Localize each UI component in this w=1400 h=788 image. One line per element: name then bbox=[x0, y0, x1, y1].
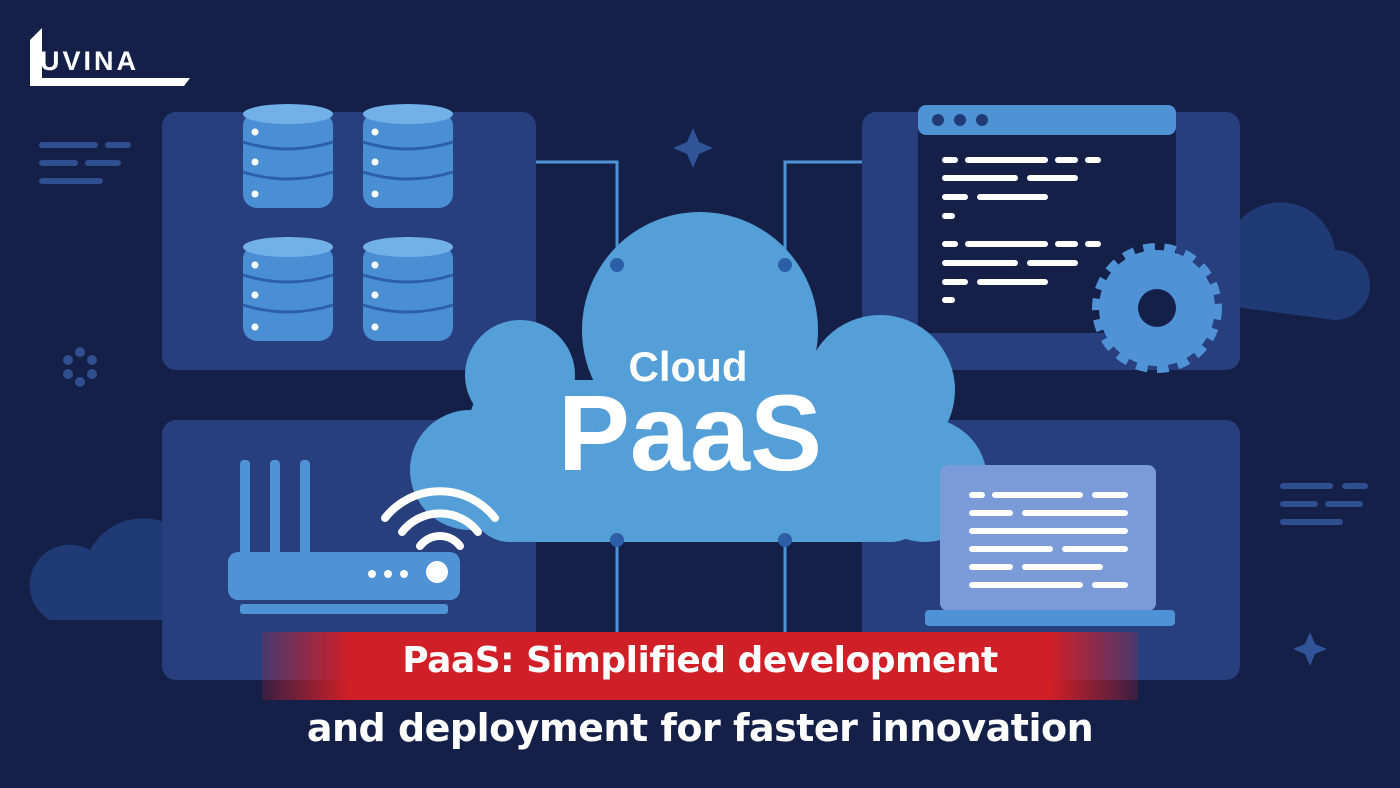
cloud-label: Cloud bbox=[629, 343, 748, 390]
cloud-connector-dots bbox=[610, 258, 792, 547]
decorative-lines bbox=[39, 142, 1368, 525]
database-icon bbox=[242, 104, 334, 208]
headline-line-1: PaaS: Simplified development bbox=[402, 640, 998, 681]
database-icons bbox=[241, 102, 455, 343]
logo-text: UVINA bbox=[40, 46, 140, 76]
database-icon bbox=[361, 102, 455, 210]
cloud-icon bbox=[410, 212, 987, 542]
wifi-icon bbox=[381, 487, 499, 550]
headline-line-2: and deployment for faster innovation bbox=[306, 706, 1094, 750]
dots-circle-icon bbox=[63, 347, 97, 387]
database-icon bbox=[361, 235, 455, 343]
laptop-icon bbox=[925, 465, 1175, 626]
luvina-logo bbox=[30, 28, 190, 86]
sparkle-icon bbox=[673, 128, 1327, 666]
gear-icon bbox=[1092, 243, 1222, 373]
database-icon bbox=[241, 235, 335, 343]
headline-banner bbox=[262, 632, 1138, 700]
connector-lines bbox=[536, 160, 862, 640]
paas-label: PaaS bbox=[558, 372, 822, 493]
router-icon bbox=[228, 460, 460, 614]
